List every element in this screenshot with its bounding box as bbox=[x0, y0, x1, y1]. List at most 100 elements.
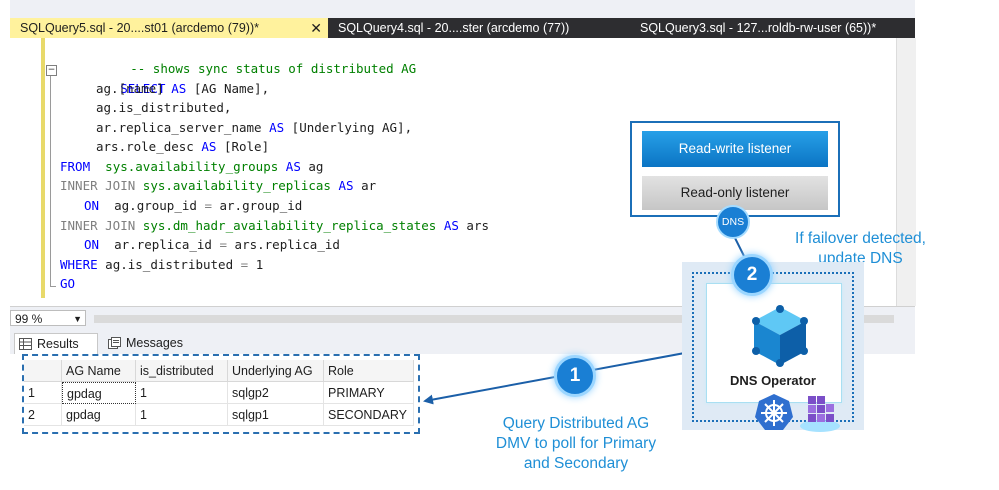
tab-sqlquery4[interactable]: SQLQuery4.sql - 20....ster (arcdemo (77)… bbox=[328, 18, 618, 38]
code-line: GO bbox=[60, 274, 75, 294]
cube-icon bbox=[752, 305, 808, 367]
sql-operator: = bbox=[219, 237, 228, 252]
tab-label: Results bbox=[37, 337, 79, 351]
grid-cell[interactable]: PRIMARY bbox=[324, 382, 414, 404]
sql-object: sys.availability_groups bbox=[105, 159, 279, 174]
grid-cell[interactable]: 1 bbox=[136, 382, 228, 404]
step-2-badge: 2 bbox=[731, 254, 773, 296]
grid-cell[interactable]: gpdag bbox=[62, 382, 136, 404]
zoom-value: 99 % bbox=[15, 312, 43, 326]
collapse-icon[interactable]: − bbox=[46, 65, 57, 76]
sql-text: ar.group_id bbox=[211, 198, 303, 213]
tab-label: SQLQuery5.sql - 20....st01 (arcdemo (79)… bbox=[20, 21, 259, 35]
sql-text: ag bbox=[300, 159, 324, 174]
grid-cell[interactable]: SECONDARY bbox=[324, 404, 414, 426]
code-line: FROM sys.availability_groups AS ag bbox=[60, 157, 323, 177]
code-line: ars.role_desc AS [Role] bbox=[96, 137, 269, 157]
sql-keyword: INNER JOIN bbox=[60, 178, 136, 193]
code-line: ag.is_distributed, bbox=[96, 98, 231, 118]
sql-text: [Role] bbox=[216, 139, 270, 154]
editor-horizontal-scrollbar[interactable] bbox=[94, 315, 894, 323]
column-header[interactable]: AG Name bbox=[62, 360, 136, 382]
zoom-select[interactable]: 99 % ▼ bbox=[10, 310, 86, 326]
sql-text: ars.role_desc bbox=[96, 139, 202, 154]
tab-label: SQLQuery4.sql - 20....ster (arcdemo (77)… bbox=[338, 21, 570, 35]
step-1-badge: 1 bbox=[554, 355, 596, 397]
sql-text: 1 bbox=[248, 257, 264, 272]
code-line: ON ar.replica_id = ars.replica_id bbox=[84, 235, 340, 255]
sql-keyword: AS bbox=[443, 218, 459, 233]
sql-comment: -- shows sync status of distributed AG bbox=[130, 60, 417, 76]
tab-sqlquery3[interactable]: SQLQuery3.sql - 127...roldb-rw-user (65)… bbox=[630, 18, 915, 38]
table-row[interactable]: 1 gpdag 1 sqlgp2 PRIMARY bbox=[24, 382, 414, 404]
dns-icon: DNS bbox=[716, 205, 750, 239]
table-row[interactable]: 2 gpdag 1 sqlgp1 SECONDARY bbox=[24, 404, 414, 426]
close-icon[interactable]: ✕ bbox=[310, 20, 322, 36]
callout-line: and Secondary bbox=[523, 455, 629, 472]
read-write-listener: Read-write listener bbox=[642, 131, 828, 167]
sql-object: sys.availability_replicas bbox=[142, 178, 331, 193]
code-line: ag.[name] AS [AG Name], bbox=[96, 79, 269, 99]
sql-keyword: WHERE bbox=[60, 257, 98, 272]
sql-keyword: INNER JOIN bbox=[60, 218, 136, 233]
code-line: SELECT bbox=[60, 59, 165, 96]
tab-label: Messages bbox=[126, 336, 183, 350]
row-number: 2 bbox=[24, 404, 62, 426]
tab-sqlquery5[interactable]: SQLQuery5.sql - 20....st01 (arcdemo (79)… bbox=[10, 18, 328, 38]
tab-results[interactable]: Results bbox=[14, 333, 98, 354]
row-number: 1 bbox=[24, 382, 62, 404]
code-line: -- shows sync status of distributed AG bbox=[70, 39, 416, 76]
editor-gutter bbox=[10, 38, 40, 306]
read-only-listener: Read-only listener bbox=[642, 176, 828, 210]
kubernetes-icon bbox=[755, 394, 840, 432]
sql-object: sys.dm_hadr_availability_replica_states bbox=[142, 218, 437, 233]
code-area[interactable]: -- shows sync status of distributed AG −… bbox=[46, 38, 908, 300]
grid-cell[interactable]: sqlgp1 bbox=[228, 404, 324, 426]
grid-cell[interactable]: gpdag bbox=[62, 404, 136, 426]
column-header[interactable]: Role bbox=[324, 360, 414, 382]
grid-cell[interactable]: 1 bbox=[136, 404, 228, 426]
sql-keyword: AS bbox=[285, 159, 301, 174]
change-tracking-bar bbox=[41, 38, 45, 298]
grid-icon bbox=[19, 338, 32, 350]
code-line: ar.replica_server_name AS [Underlying AG… bbox=[96, 118, 412, 138]
messages-icon bbox=[108, 337, 121, 349]
sql-text: ars bbox=[458, 218, 489, 233]
sql-keyword: AS bbox=[171, 81, 187, 96]
sql-keyword: FROM bbox=[60, 159, 91, 174]
tab-label: SQLQuery3.sql - 127...roldb-rw-user (65)… bbox=[640, 21, 877, 35]
sql-text: ag.group_id bbox=[114, 198, 205, 213]
editor-vertical-scrollbar[interactable] bbox=[896, 38, 916, 306]
callout-step1: Query Distributed AG DMV to poll for Pri… bbox=[470, 414, 682, 474]
sql-text: ar bbox=[353, 178, 377, 193]
sql-text: ag.[name] bbox=[96, 81, 172, 96]
outline-guide bbox=[50, 76, 51, 286]
row-number-header bbox=[24, 360, 62, 382]
outline-guide-end bbox=[50, 286, 56, 287]
callout-line: If failover detected, bbox=[795, 230, 926, 247]
sql-text: [Underlying AG], bbox=[284, 120, 413, 135]
sql-text: ars.replica_id bbox=[227, 237, 340, 252]
column-header[interactable]: is_distributed bbox=[136, 360, 228, 382]
code-line: INNER JOIN sys.dm_hadr_availability_repl… bbox=[60, 216, 489, 236]
code-line: ON ag.group_id = ar.group_id bbox=[84, 196, 302, 216]
tab-messages[interactable]: Messages bbox=[104, 333, 196, 354]
sql-text: ag.is_distributed, bbox=[96, 100, 232, 115]
column-header[interactable]: Underlying AG bbox=[228, 360, 324, 382]
dns-operator-label: DNS Operator bbox=[730, 373, 816, 388]
grid-header-row: AG Name is_distributed Underlying AG Rol… bbox=[24, 360, 414, 382]
code-line: WHERE ag.is_distributed = 1 bbox=[60, 255, 263, 275]
results-highlight-box bbox=[22, 354, 420, 434]
sql-text: ar.replica_server_name bbox=[96, 120, 270, 135]
callout-line: DMV to poll for Primary bbox=[495, 435, 657, 452]
chevron-down-icon[interactable]: ▼ bbox=[73, 314, 82, 324]
code-line: INNER JOIN sys.availability_replicas AS … bbox=[60, 176, 376, 196]
sql-operator: = bbox=[204, 198, 212, 213]
sql-text: ag.is_distributed bbox=[97, 257, 241, 272]
sql-keyword: SELECT bbox=[120, 80, 166, 96]
callout-line: Query Distributed AG bbox=[502, 415, 650, 432]
callout-step2: If failover detected, update DNS bbox=[778, 229, 943, 269]
grid-cell[interactable]: sqlgp2 bbox=[228, 382, 324, 404]
sql-keyword: ON bbox=[84, 198, 100, 213]
sql-keyword: AS bbox=[338, 178, 354, 193]
